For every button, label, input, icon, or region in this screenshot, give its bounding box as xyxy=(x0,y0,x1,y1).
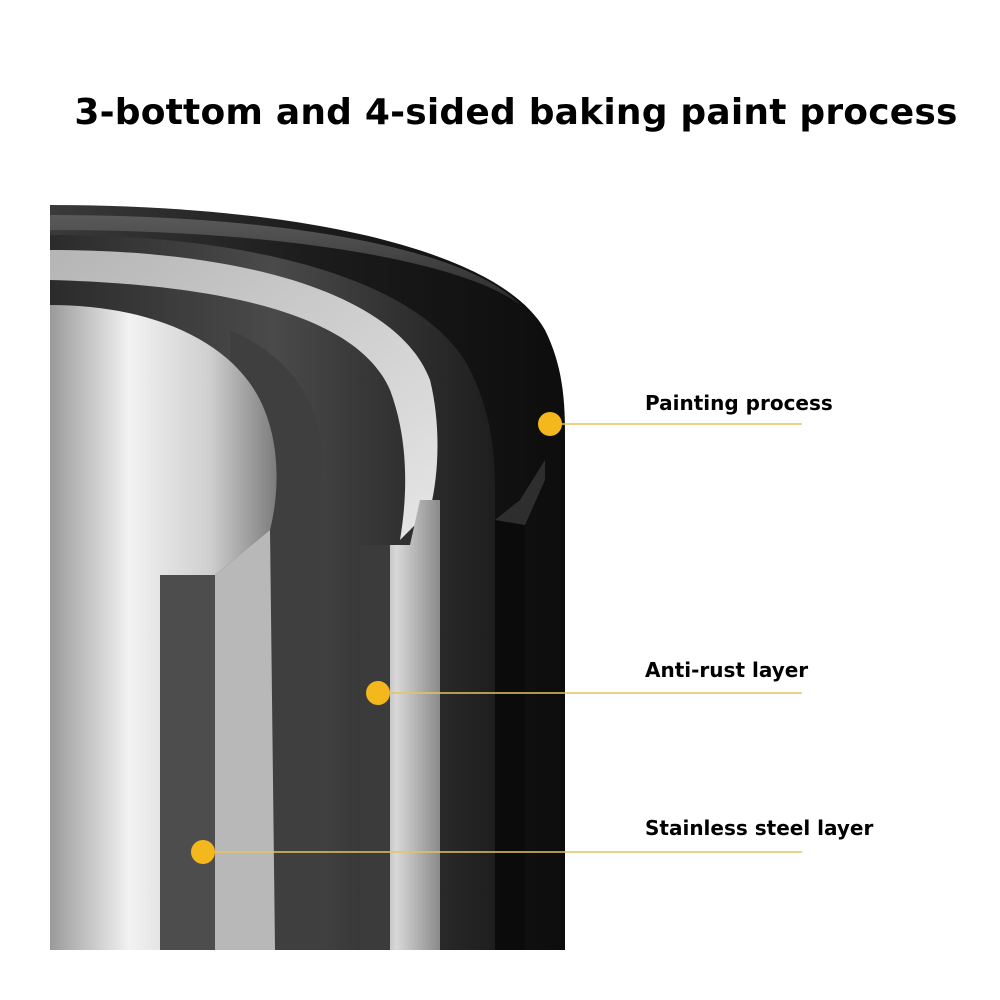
callout-dot-anti-rust xyxy=(366,681,390,705)
callout-label-stainless: Stainless steel layer xyxy=(645,816,874,840)
outer-groove xyxy=(495,520,525,950)
callout-dot-painting xyxy=(538,412,562,436)
steel-top-surface xyxy=(50,250,438,540)
callout-label-anti-rust: Anti-rust layer xyxy=(645,658,809,682)
page-title: 3-bottom and 4-sided baking paint proces… xyxy=(74,92,958,133)
outer-step xyxy=(495,460,545,525)
stainless-wall xyxy=(215,530,275,950)
anti-rust-dark-edge xyxy=(360,545,390,950)
callout-label-painting: Painting process xyxy=(645,391,833,415)
callout-dot-stainless xyxy=(191,840,215,864)
rim-highlight xyxy=(50,215,520,305)
stainless-inner-body xyxy=(50,305,277,950)
stainless-dark-edge xyxy=(160,575,215,950)
inner-dark-band xyxy=(230,330,322,950)
